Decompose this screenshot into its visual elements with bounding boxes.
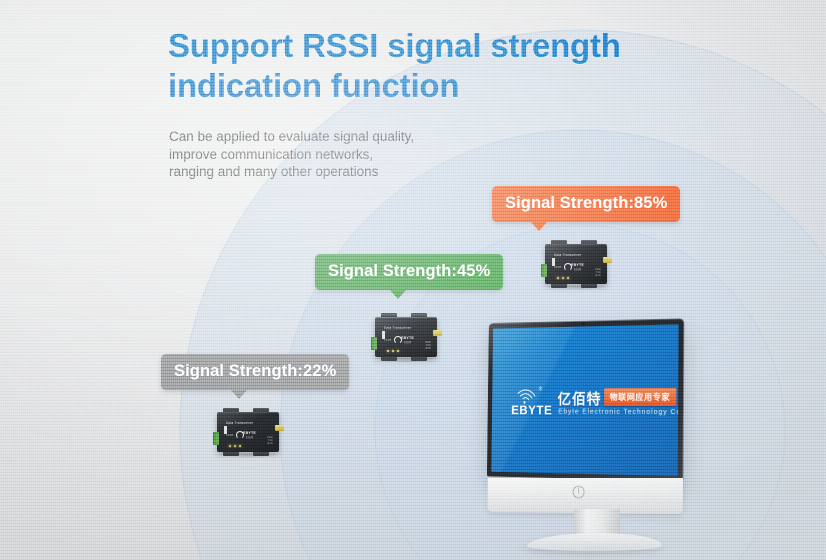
device-model-label: Data Transceiver [226,421,253,425]
registered-mark: ® [539,387,542,393]
signal-callout-medium: Signal Strength:45% [315,254,503,290]
device-button [552,258,555,266]
device-antenna-icon [236,431,244,439]
device-port-labels: RS485 [226,434,233,437]
device-indicator-labels: PWRTXDRXD [425,341,431,351]
device-terminal-block [371,337,377,350]
device-antenna-icon [394,336,402,344]
signal-callout-low: Signal Strength:22% [161,354,349,390]
subtitle-line-1: Can be applied to evaluate signal qualit… [169,128,509,146]
device-antenna-icon [564,263,572,271]
monitor-stand-base [525,533,665,551]
device-led-row [557,277,569,279]
ebyte-brand-cn: 亿佰特 [557,388,601,408]
device-antenna-connector [603,257,612,263]
device-led-row [387,350,399,352]
ebyte-tagline: Ebyte Electronic Technology Co.,Ltd [558,407,678,416]
data-transceiver-device-high: Data Transceiver RS485 EBYTE 亿佰特 PWRTXDR… [541,240,611,288]
device-body: Data Transceiver RS485 EBYTE 亿佰特 PWRTXDR… [375,317,437,357]
device-body: Data Transceiver RS485 EBYTE 亿佰特 PWRTXDR… [545,244,607,284]
device-brand-logo: EBYTE 亿佰特 [401,336,414,344]
signal-callout-high: Signal Strength:85% [492,186,680,222]
device-model-label: Data Transceiver [554,253,581,257]
data-transceiver-device-low: Data Transceiver RS485 EBYTE 亿佰特 PWRTXDR… [213,408,283,456]
webcam-icon [582,323,585,325]
device-indicator-labels: PWRTXDRXD [595,268,601,278]
device-port-labels: RS485 [554,266,561,269]
wifi-signal-icon [511,387,538,403]
power-button-icon[interactable] [572,486,584,499]
device-antenna-connector [275,425,284,431]
ebyte-wordmark: EBYTE [511,403,552,417]
monitor-bezel: ® EBYTE 亿佰特 物联网应用专家 Ebyte Electronic Tec… [487,318,685,481]
data-transceiver-device-medium: Data Transceiver RS485 EBYTE 亿佰特 PWRTXDR… [371,313,441,361]
subtitle-line-2: improve communication networks, [169,146,509,164]
device-indicator-labels: PWRTXDRXD [267,436,273,446]
monitor-screen: ® EBYTE 亿佰特 物联网应用专家 Ebyte Electronic Tec… [491,324,678,476]
page-subtitle: Can be applied to evaluate signal qualit… [169,128,509,181]
device-model-label: Data Transceiver [384,326,411,330]
device-body: Data Transceiver RS485 EBYTE 亿佰特 PWRTXDR… [217,412,279,452]
device-terminal-block [213,432,219,445]
ebyte-logo: ® EBYTE 亿佰特 物联网应用专家 Ebyte Electronic Tec… [511,386,667,420]
ebyte-badge: 物联网应用专家 [604,388,676,405]
subtitle-line-3: ranging and many other operations [169,163,509,181]
desktop-monitor: ® EBYTE 亿佰特 物联网应用专家 Ebyte Electronic Tec… [470,318,690,558]
device-button [382,331,385,339]
device-led-row [229,445,241,447]
device-port-labels: RS485 [384,339,391,342]
device-terminal-block [541,264,547,277]
page-title: Support RSSI signal strength indication … [168,26,688,106]
device-brand-logo: EBYTE 亿佰特 [571,263,584,271]
device-brand-logo: EBYTE 亿佰特 [243,431,256,439]
device-antenna-connector [433,330,442,336]
device-button [224,426,227,434]
